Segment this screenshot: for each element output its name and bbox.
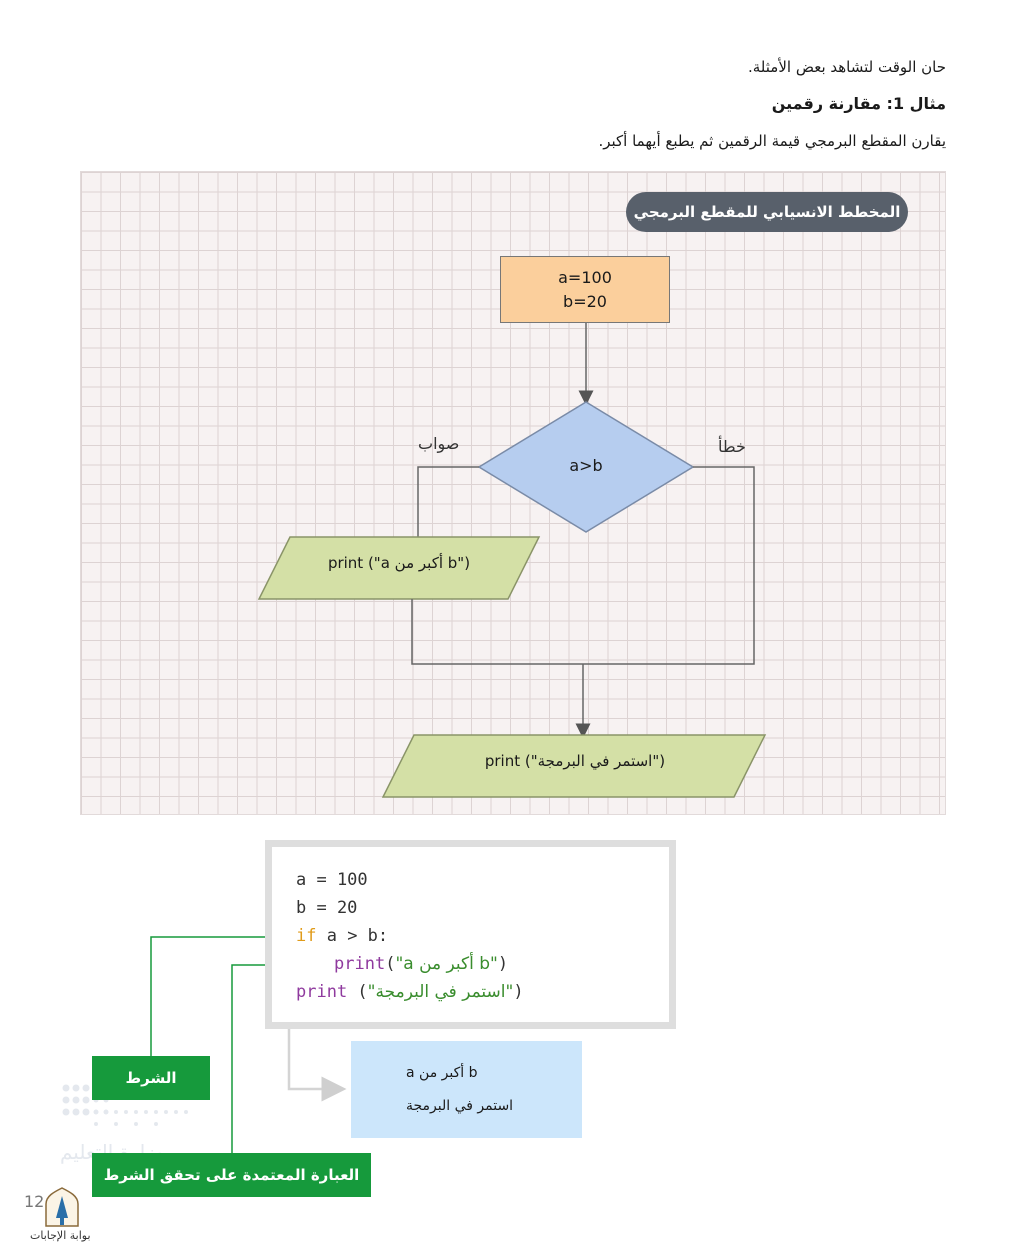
condition-label: الشرط [92, 1056, 210, 1100]
output-line-2: استمر في البرمجة [406, 1098, 514, 1114]
page-number: 12 [24, 1192, 45, 1211]
intro-text: حان الوقت لتشاهد بعض الأمثلة. [748, 58, 946, 76]
condition-pointer-line [150, 936, 288, 1056]
print-true-label: print ("a أكبر من b") [327, 554, 471, 572]
code-string-1: "a أكبر من b" [395, 954, 498, 974]
code-if-keyword: if [296, 926, 317, 946]
code-line-4: print("a أكبر من b") [334, 954, 508, 974]
init-line-b: b=20 [563, 291, 607, 311]
false-branch-label: خطأ [718, 437, 746, 456]
flowchart-title: المخطط الانسيابي للمقطع البرمجي [626, 192, 908, 232]
output-box: a أكبر من b استمر في البرمجة [351, 1041, 582, 1138]
example-description: يقارن المقطع البرمجي قيمة الرقمين ثم يطب… [598, 132, 946, 150]
code-line-2: b = 20 [296, 898, 358, 918]
code-paren-close-2: ) [513, 982, 524, 1002]
code-print-keyword-2: print [296, 982, 348, 1002]
print-end-shape [381, 734, 767, 798]
code-string-2: "استمر في البرمجة" [367, 982, 514, 1002]
answers-portal-name: بوابة الإجابات [30, 1229, 91, 1242]
connector-false-branch [583, 466, 755, 665]
connector-true-join [411, 599, 583, 665]
decision-diamond [477, 401, 695, 533]
connector-true-branch [417, 466, 479, 537]
true-branch-label: صواب [418, 434, 460, 453]
output-arrow [287, 1029, 347, 1102]
print-true-shape [257, 536, 541, 600]
code-box [265, 840, 676, 1029]
decision-label: a>b [569, 456, 603, 475]
output-line-1: a أكبر من b [406, 1065, 478, 1081]
init-box: a=100 b=20 [500, 256, 670, 323]
code-line-5: print ("استمر في البرمجة") [296, 982, 524, 1002]
code-line-3: if a > b: [296, 926, 388, 946]
print-end-label: print ("استمر في البرمجة") [484, 752, 666, 770]
code-if-condition: a > b: [316, 926, 389, 946]
init-line-a: a=100 [558, 267, 612, 287]
code-paren-open-2: ( [347, 982, 368, 1002]
code-paren-open: ( [385, 954, 396, 974]
code-paren-close: ) [497, 954, 509, 974]
example-title: مثال 1: مقارنة رقمين [771, 94, 946, 113]
code-print-keyword: print [334, 954, 386, 974]
answers-portal-logo-icon [45, 1187, 79, 1227]
code-line-1: a = 100 [296, 870, 368, 890]
statement-label: العبارة المعتمدة على تحقق الشرط [92, 1153, 371, 1197]
